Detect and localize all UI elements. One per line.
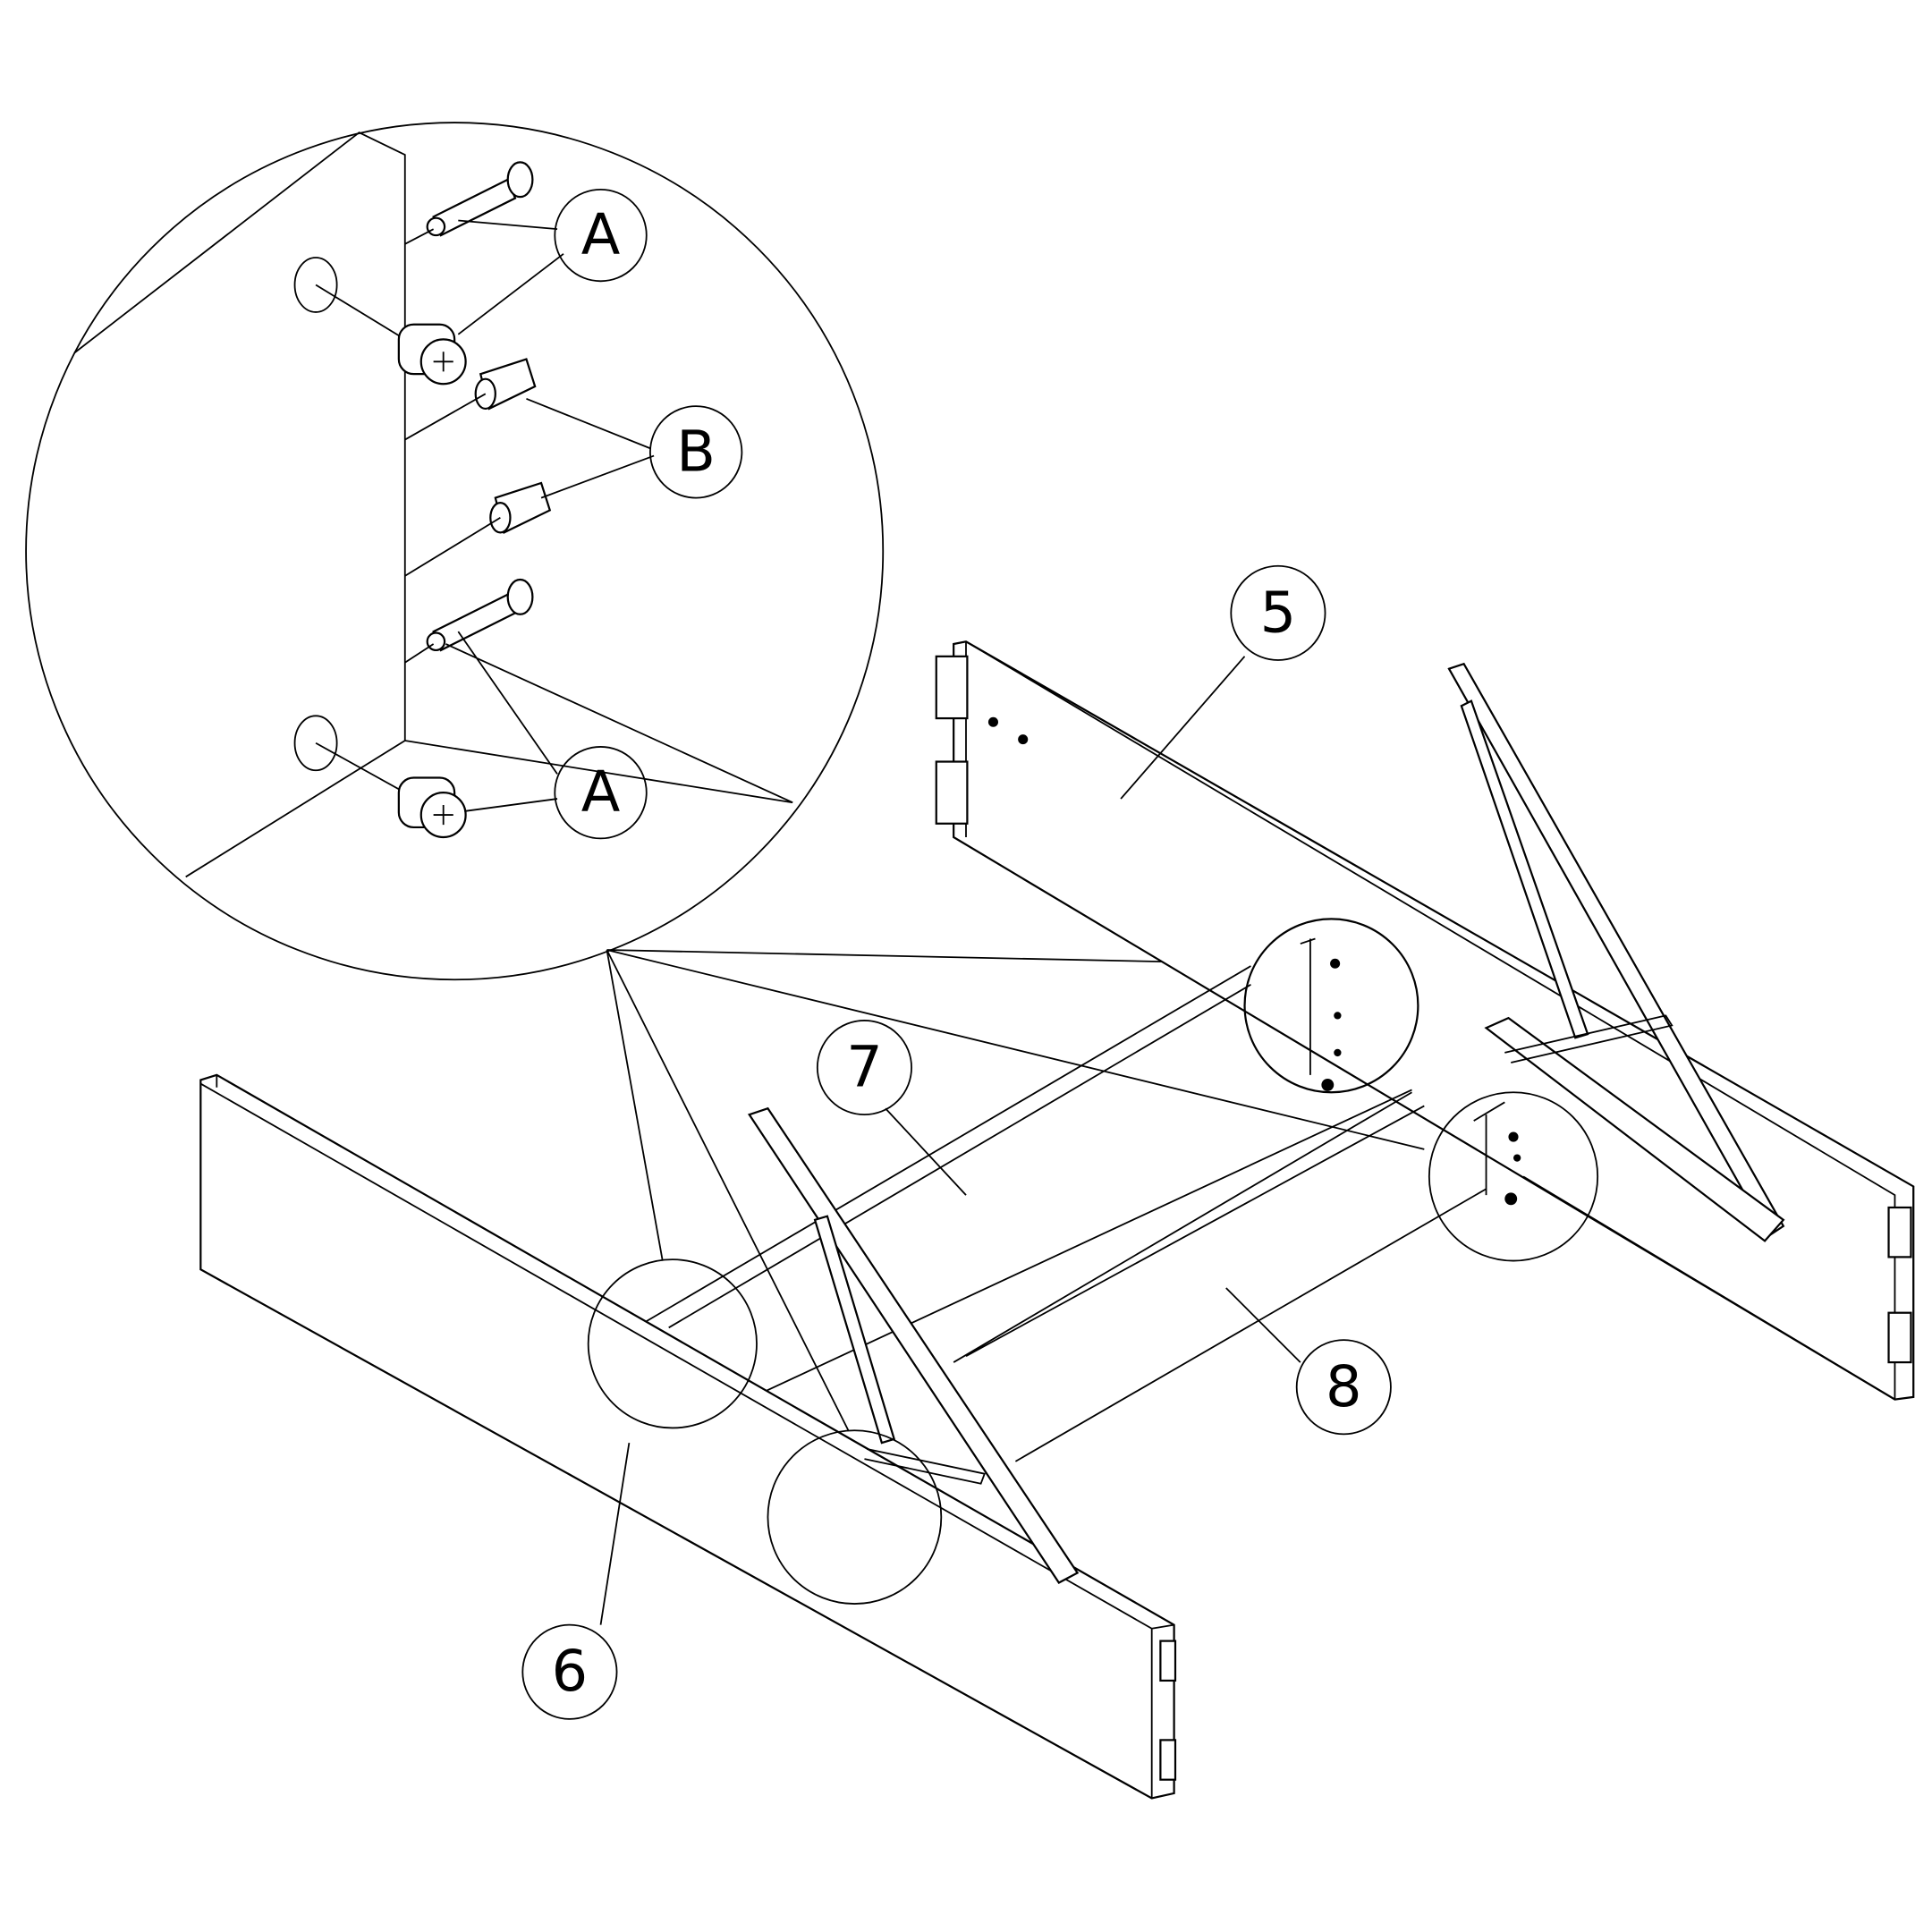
callout-part-8 (1295, 1339, 1392, 1436)
dowel (489, 481, 552, 534)
callout-label: A (581, 759, 621, 826)
callout-label: B (676, 419, 716, 485)
callout-part-7 (816, 1020, 912, 1116)
detail-circle (767, 1429, 943, 1605)
dowel (474, 358, 537, 411)
panel-8 (953, 1091, 1895, 1462)
hole (293, 715, 338, 772)
callout-b (649, 405, 743, 499)
panel-5 (935, 640, 1915, 1401)
part-number: 6 (552, 1639, 589, 1705)
detail-circle (1243, 918, 1419, 1094)
part-number: 5 (1260, 580, 1297, 646)
callout-part-5 (1230, 564, 1326, 661)
detail-magnifier: A B A (25, 122, 885, 981)
callout-a-bottom (554, 746, 648, 840)
leader-lines (606, 949, 1425, 1431)
cam-bolt (426, 161, 534, 237)
lift-mechanism (1447, 662, 1785, 1242)
detail-circle (587, 1258, 758, 1429)
callout-a-top (554, 188, 648, 283)
hole (293, 257, 338, 313)
cam-bolt (426, 578, 534, 652)
part-number: 7 (846, 1035, 883, 1101)
part-number: 8 (1326, 1354, 1362, 1420)
cam-lock (397, 323, 467, 386)
panel-6 (199, 1073, 1177, 1800)
cam-lock (397, 776, 467, 839)
lift-mechanism (747, 1106, 1080, 1584)
callout-label: A (581, 202, 621, 268)
callout-part-6 (521, 1623, 618, 1720)
detail-circle (1428, 1091, 1599, 1262)
